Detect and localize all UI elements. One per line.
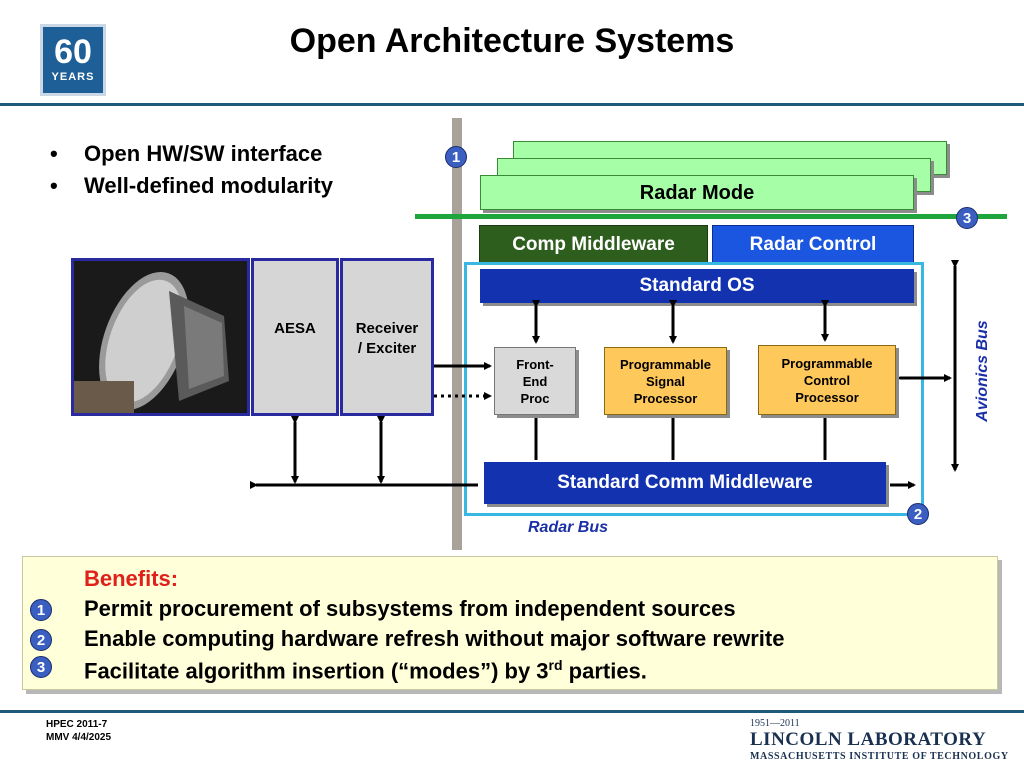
radar-mode-layer-front: Radar Mode <box>480 175 914 210</box>
radar-mode-label: Radar Mode <box>639 182 755 204</box>
logo-number: 60 <box>54 33 92 71</box>
aesa-box: AESA <box>251 258 339 416</box>
bullet-item: •Open HW/SW interface <box>50 141 323 166</box>
benefit-badge-3-icon: 3 <box>30 656 52 678</box>
radar-control-box: Radar Control <box>712 225 914 263</box>
badge-1-icon: 1 <box>445 146 467 168</box>
bullet-item: •Well-defined modularity <box>50 173 333 198</box>
radar-bus-label: Radar Bus <box>528 519 609 536</box>
header-divider <box>0 103 1024 106</box>
programmable-signal-processor-box: Programmable Signal Processor <box>604 347 727 415</box>
interface-separator-bar <box>452 118 462 550</box>
benefit-item-2: Enable computing hardware refresh withou… <box>84 626 785 651</box>
badge-3-icon: 3 <box>956 207 978 229</box>
lincoln-lab-logo: 1951—2011 LINCOLN LABORATORY MASSACHUSET… <box>750 718 1009 762</box>
footer-years: 1951—2011 <box>750 718 800 729</box>
comp-middleware-box: Comp Middleware <box>479 225 708 263</box>
footer-divider <box>0 710 1024 713</box>
footer-lab-name: LINCOLN LABORATORY <box>750 729 987 750</box>
60-years-logo: 60 YEARS <box>40 24 106 96</box>
benefits-title: Benefits: <box>84 566 179 591</box>
mode-interface-line <box>415 214 1007 219</box>
benefit-badge-1-icon: 1 <box>30 599 52 621</box>
benefit-item-1: Permit procurement of subsystems from in… <box>84 596 736 621</box>
programmable-control-processor-box: Programmable Control Processor <box>758 345 896 415</box>
processing-boundary-frame <box>464 262 924 516</box>
page-title: Open Architecture Systems <box>289 22 735 60</box>
logo-text: YEARS <box>51 71 95 83</box>
standard-comm-middleware-box: Standard Comm Middleware <box>484 462 886 504</box>
front-end-proc-box: Front- End Proc <box>494 347 576 415</box>
bullet-list: •Open HW/SW interface •Well-defined modu… <box>50 140 333 204</box>
aesa-antenna-photo <box>71 258 250 416</box>
footer-meta: HPEC 2011-7 MMV 4/4/2025 <box>46 719 112 743</box>
standard-os-box: Standard OS <box>480 269 914 303</box>
benefit-badge-2-icon: 2 <box>30 629 52 651</box>
antenna-illustration <box>74 261 247 413</box>
benefit-item-3: Facilitate algorithm insertion (“modes”)… <box>84 657 647 684</box>
footer-institute: MASSACHUSETTS INSTITUTE OF TECHNOLOGY <box>750 751 1009 762</box>
badge-2-icon: 2 <box>907 503 929 525</box>
receiver-exciter-box: Receiver / Exciter <box>340 258 434 416</box>
avionics-bus-label: Avionics Bus <box>974 320 991 422</box>
benefits-panel <box>22 556 998 690</box>
